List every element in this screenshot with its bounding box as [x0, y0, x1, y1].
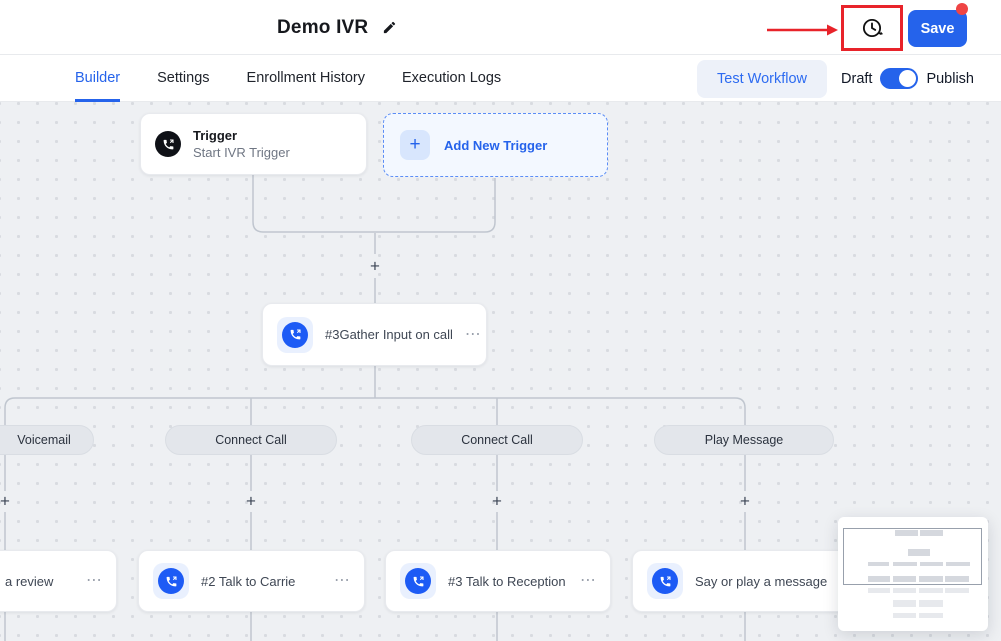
action-node-talk-to-carrie[interactable]: #2 Talk to Carrie ⋯	[138, 550, 365, 612]
branch-label-connect-call-2: Connect Call	[411, 425, 583, 455]
call-icon-tile	[400, 563, 436, 599]
pencil-icon	[382, 20, 397, 35]
action-node-label: #2 Talk to Carrie	[201, 573, 296, 589]
action-node-talk-to-reception[interactable]: #3 Talk to Reception ⋯	[385, 550, 611, 612]
publish-label: Publish	[926, 70, 974, 87]
tab-bar: Builder Settings Enrollment History Exec…	[0, 55, 1001, 102]
phone-call-icon	[282, 321, 308, 348]
phone-call-icon	[158, 568, 184, 594]
call-icon-tile	[277, 316, 313, 353]
call-icon-tile	[647, 563, 683, 599]
toggle-knob	[899, 70, 917, 87]
branch-label-play-message: Play Message	[654, 425, 834, 455]
node-menu-icon[interactable]: ⋯	[464, 325, 481, 343]
gather-node-label: #3Gather Input on call	[325, 327, 453, 342]
draft-label: Draft	[841, 70, 873, 87]
node-menu-icon[interactable]: ⋯	[86, 572, 102, 589]
trigger-node[interactable]: Trigger Start IVR Trigger	[140, 113, 367, 175]
add-new-trigger-label: Add New Trigger	[444, 137, 548, 153]
action-node-label: Say or play a message	[695, 573, 828, 589]
add-step-button[interactable]: +	[740, 491, 750, 511]
action-node-label: a review	[5, 573, 54, 589]
action-node-review[interactable]: a review ⋯	[0, 550, 117, 612]
add-new-trigger-button[interactable]: + Add New Trigger	[383, 113, 608, 177]
tab-builder[interactable]: Builder	[75, 55, 121, 102]
trigger-node-title: Trigger	[193, 128, 238, 143]
tab-enrollment-history[interactable]: Enrollment History	[246, 70, 365, 86]
call-icon-tile	[153, 563, 189, 599]
node-menu-icon[interactable]: ⋯	[334, 572, 350, 589]
edit-title-button[interactable]	[382, 20, 397, 35]
publish-toggle[interactable]	[880, 68, 919, 89]
action-node-label: #3 Talk to Reception	[448, 573, 566, 589]
test-workflow-button[interactable]: Test Workflow	[697, 59, 828, 98]
save-button[interactable]: Save	[908, 10, 967, 47]
branch-label-connect-call-1: Connect Call	[165, 425, 337, 455]
annotation-highlight-box	[841, 5, 903, 51]
branch-label-voicemail: Voicemail	[0, 425, 94, 455]
version-history-button[interactable]	[859, 15, 885, 41]
tab-execution-logs[interactable]: Execution Logs	[402, 70, 502, 86]
annotation-arrow	[767, 24, 838, 36]
phone-call-icon	[405, 568, 431, 594]
plus-icon: +	[400, 130, 430, 160]
header: Demo IVR	[0, 0, 1001, 55]
tab-settings[interactable]: Settings	[157, 70, 210, 86]
history-clock-icon	[859, 15, 885, 41]
minimap-viewport[interactable]	[843, 528, 982, 585]
phone-trigger-icon	[155, 131, 181, 157]
add-step-button[interactable]: +	[370, 256, 380, 276]
action-node-say-play-message[interactable]: Say or play a message ⋯	[632, 550, 858, 612]
phone-call-icon	[652, 568, 678, 594]
trigger-node-subtitle: Start IVR Trigger	[193, 145, 290, 160]
unsaved-changes-dot	[956, 3, 968, 15]
minimap[interactable]	[838, 517, 988, 631]
add-step-button[interactable]: +	[246, 491, 256, 511]
workflow-canvas[interactable]: + + + + + Trigger Start IVR Trigger + Ad…	[0, 102, 1001, 641]
gather-input-node[interactable]: #3Gather Input on call ⋯	[262, 303, 487, 366]
add-step-button[interactable]: +	[492, 491, 502, 511]
node-menu-icon[interactable]: ⋯	[580, 572, 596, 589]
add-step-button[interactable]: +	[0, 491, 10, 511]
page-title: Demo IVR	[277, 16, 369, 38]
